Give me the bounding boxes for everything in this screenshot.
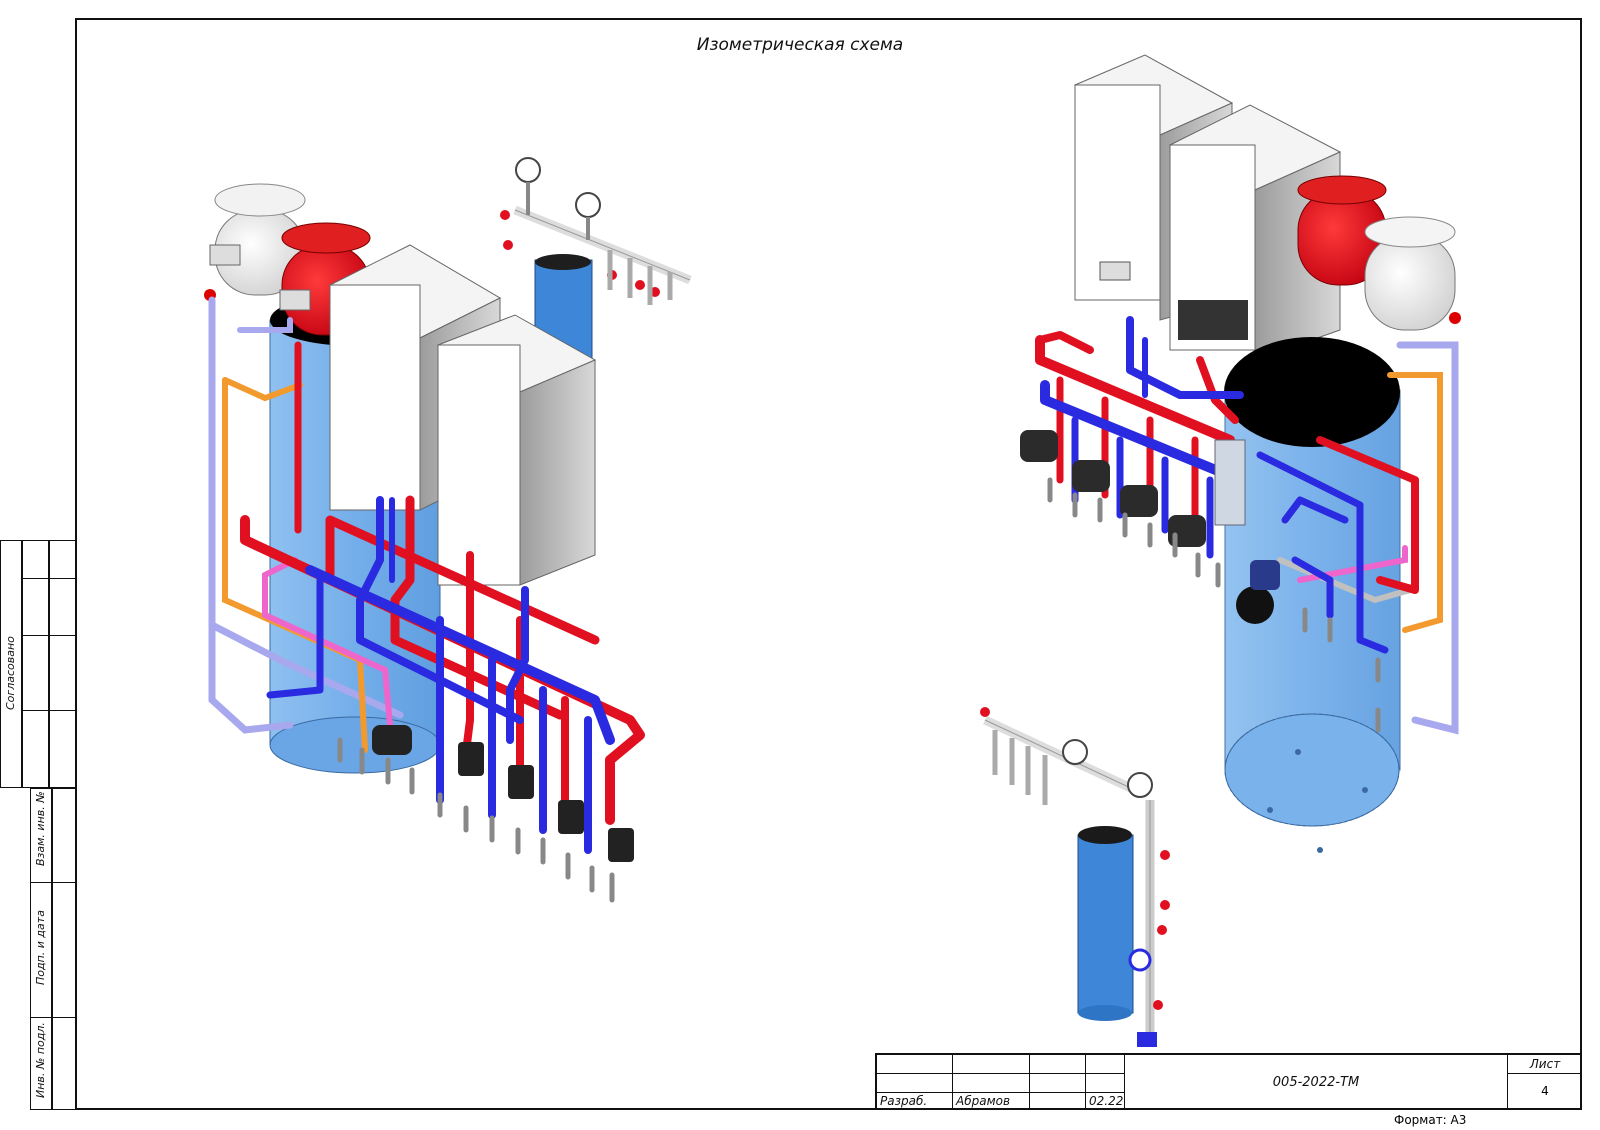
left-pumps [372,725,634,862]
right-outlet-valves [1047,477,1381,733]
left-expansion-vessels [204,183,371,336]
stamp-lower-col-label [30,788,52,1110]
stamp-lower-col-value [52,788,76,1110]
stamp-agreed-col-1 [22,540,49,788]
sheet-label: Лист [1529,1057,1561,1071]
left-dhw-lines [208,296,404,753]
tb-divider [1085,1055,1086,1110]
stamp-orig-inv-label: Инв. № подл. [34,1022,47,1098]
role-label: Разраб. [880,1094,928,1108]
tb-divider [952,1055,953,1110]
tb-row-line [1507,1073,1582,1074]
stamp-h-line [30,1017,76,1018]
left-outlet-valves [337,737,615,903]
stamp-sign-date-label: Подп. и дата [34,910,47,985]
title-block: Разраб. Абрамов 02.22 005-2022-ТМ Лист 4 [875,1053,1582,1110]
stamp-agreed-cell [0,540,22,788]
right-expansion-vessels [1297,175,1461,331]
drawing-title: Изометрическая схема [696,35,904,55]
stamp-replaced-inv-label: Взам. инв. № [34,791,47,866]
tb-row-line [877,1092,1124,1093]
developer-name: Абрамов [956,1094,1011,1108]
tb-row-line [877,1073,1124,1074]
stamp-h-line [22,635,76,636]
left-boiler-front [436,314,597,586]
right-assembly [980,54,1461,1047]
stamp-h-line [22,578,76,579]
sheet-number: 4 [1541,1084,1549,1098]
right-filter-unit [980,707,1170,1047]
stamp-h-line [30,882,76,883]
stamp-agreed-col-2 [49,540,76,788]
tb-divider [1029,1055,1030,1110]
left-return-lines [266,496,615,854]
date: 02.22 [1089,1094,1124,1108]
document-code: 005-2022-ТМ [1272,1075,1360,1090]
sheet-frame [75,18,1582,1110]
left-assembly [204,157,692,903]
right-hydraulic-separator [1214,439,1246,526]
tb-divider [1507,1055,1508,1110]
format-label: Формат: А3 [1394,1113,1467,1127]
right-return-lines [1040,316,1389,654]
tb-divider [1124,1055,1125,1110]
stamp-h-line [22,710,76,711]
stamp-agreed-label: Согласовано [4,636,17,710]
